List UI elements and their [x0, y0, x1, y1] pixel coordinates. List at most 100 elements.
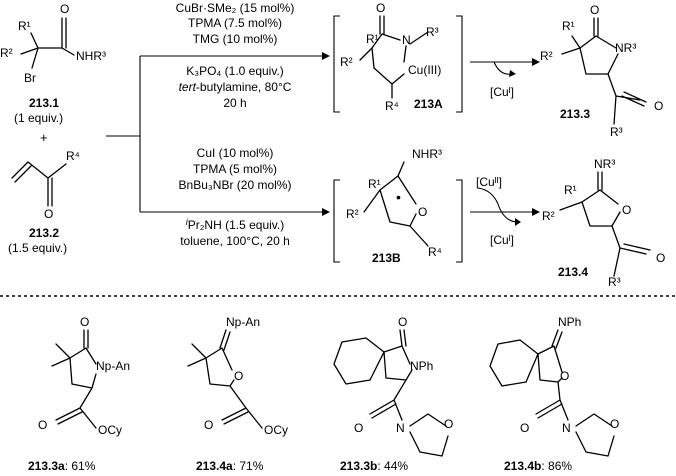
- condition-text: TMG (10 mol%): [193, 32, 278, 46]
- example-label: 213.3a: 61%: [28, 459, 96, 473]
- molecule-bonds: [489, 329, 615, 457]
- nr3-label: NR³: [615, 41, 636, 55]
- branch-arrows: [106, 52, 330, 216]
- np-an-label: Np-An: [96, 359, 130, 373]
- compound-id-213B: 213B: [372, 251, 401, 265]
- condition-text: BnBu₃NBr (20 mol%): [179, 178, 292, 192]
- compound-id-213A: 213A: [414, 97, 443, 111]
- product-213-3: O R¹ R² NR³ O R³ 213.3: [540, 3, 663, 139]
- oxygen-label: O: [38, 418, 47, 432]
- equiv-label: (1 equiv.): [14, 111, 63, 125]
- condition-text: TPMA (7.5 mol%): [188, 16, 282, 30]
- bracket-right: [456, 179, 463, 263]
- bond: [11, 161, 67, 207]
- nph-label: NPh: [410, 359, 433, 373]
- oxygen-label: O: [80, 315, 89, 329]
- reactant-213-1: R¹ R² Br O NHR³ 213.1 (1 equiv.) +: [0, 2, 106, 145]
- equiv-label: (1.5 equiv.): [8, 241, 67, 255]
- r1-label: R¹: [562, 19, 575, 33]
- oxygen-label: O: [204, 418, 213, 432]
- nitrogen-label: N: [562, 421, 571, 435]
- compound-id-213-1: 213.1: [29, 96, 59, 110]
- condition-text: CuBr·SMe₂ (15 mol%): [176, 1, 295, 15]
- ring-bonds: [561, 17, 647, 125]
- r3-label: R³: [610, 125, 623, 139]
- intermediate-213A: O R¹ R² N R³ Cu(III) R⁴ 213A: [333, 1, 463, 113]
- example-213-4b: NPh O O N O 213.4b: 86%: [489, 315, 619, 473]
- intermediate-213B: NHR³ R¹ R² • O R⁴ 213B: [333, 147, 463, 265]
- oxygen-label: O: [610, 417, 619, 431]
- condition-text: toluene, 100°C, 20 h: [180, 234, 290, 248]
- product-213-4: NR³ R¹ R² O O R³ 213.4: [542, 157, 665, 289]
- condition-text: TPMA (5 mol%): [193, 162, 277, 176]
- oxygen-label: O: [398, 315, 407, 329]
- top-conditions: CuBr·SMe₂ (15 mol%) TPMA (7.5 mol%) TMG …: [176, 1, 295, 110]
- arrow-to-213-4: [Cuᴵᴵ] [Cuᴵ]: [470, 175, 540, 247]
- r3-label: R³: [426, 25, 439, 39]
- ocy-label: OCy: [98, 423, 122, 437]
- bracket-left: [333, 179, 340, 263]
- cu-i-label: [Cuᴵ]: [490, 233, 514, 247]
- example-213-3a: O Np-An O OCy 213.3a: 61%: [28, 315, 130, 473]
- r4-label: R⁴: [385, 99, 399, 113]
- cu-i-label: [Cuᴵ]: [490, 85, 514, 99]
- ocy-label: OCy: [264, 423, 288, 437]
- reactant-213-2: R⁴ O 213.2 (1.5 equiv.): [8, 149, 80, 255]
- oxygen-label: O: [654, 99, 663, 113]
- bracket-right: [456, 15, 463, 113]
- molecule-bonds: [51, 329, 97, 429]
- nhr3-label: NHR³: [76, 49, 106, 63]
- condition-text: 20 h: [223, 96, 246, 110]
- arrow-to-213-3: [Cuᴵ]: [470, 58, 540, 99]
- condition-text: CuI (10 mol%): [197, 146, 274, 160]
- compound-id-213-4: 213.4: [558, 265, 588, 279]
- r2-label: R²: [0, 46, 13, 60]
- plus-sign: +: [40, 130, 48, 145]
- radical-dot: •: [396, 189, 401, 205]
- example-label: 213.3b: 44%: [340, 459, 408, 473]
- compound-id-213-3: 213.3: [560, 107, 590, 121]
- oxygen-label: O: [656, 251, 665, 265]
- cu-iii-label: Cu(III): [408, 63, 441, 77]
- nhr3-label: NHR³: [412, 147, 442, 161]
- condition-text: tert-butylamine, 80°C: [179, 80, 292, 94]
- example-label: 213.4a: 71%: [196, 459, 264, 473]
- oxygen-label: O: [418, 205, 427, 219]
- condition-text: iPr₂NH (1.5 equiv.): [186, 217, 284, 232]
- cu-ii-label: [Cuᴵᴵ]: [476, 175, 502, 189]
- r1-label: R¹: [564, 183, 577, 197]
- r4-label: R⁴: [66, 149, 80, 163]
- oxygen-label: O: [444, 417, 453, 431]
- r1-label: R¹: [366, 32, 379, 46]
- r2-label: R²: [540, 49, 553, 63]
- r1-label: R¹: [368, 177, 381, 191]
- example-213-3b: O NPh O N O 213.3b: 44%: [333, 315, 453, 473]
- br-label: Br: [24, 71, 36, 85]
- r2-label: R²: [542, 209, 555, 223]
- condition-text: K₃PO₄ (1.0 equiv.): [186, 64, 284, 78]
- ring-bonds: [559, 171, 651, 277]
- nitrogen-label: N: [396, 421, 405, 435]
- example-213-4a: Np-An O O OCy 213.4a: 71%: [187, 315, 288, 473]
- r4-label: R⁴: [428, 245, 442, 259]
- example-label: 213.4b: 86%: [504, 459, 572, 473]
- nph-label: NPh: [558, 315, 581, 329]
- bottom-conditions: CuI (10 mol%) TPMA (5 mol%) BnBu₃NBr (20…: [179, 146, 292, 248]
- oxygen-label: O: [590, 3, 599, 17]
- np-an-label: Np-An: [226, 315, 260, 329]
- oxygen-label: O: [234, 369, 243, 383]
- r2-label: R²: [346, 207, 359, 221]
- ring-bonds: [363, 161, 429, 247]
- oxygen-label: O: [376, 1, 385, 15]
- bracket-left: [333, 15, 340, 113]
- molecule-bonds: [187, 329, 263, 429]
- oxygen-label: O: [44, 207, 53, 221]
- nr3-label: NR³: [594, 157, 615, 171]
- ring-bonds: [359, 15, 429, 99]
- r1-label: R¹: [18, 19, 31, 33]
- bond: [20, 17, 75, 69]
- r2-label: R²: [340, 55, 353, 69]
- r3-label: R³: [608, 275, 621, 289]
- compound-id-213-2: 213.2: [29, 226, 59, 240]
